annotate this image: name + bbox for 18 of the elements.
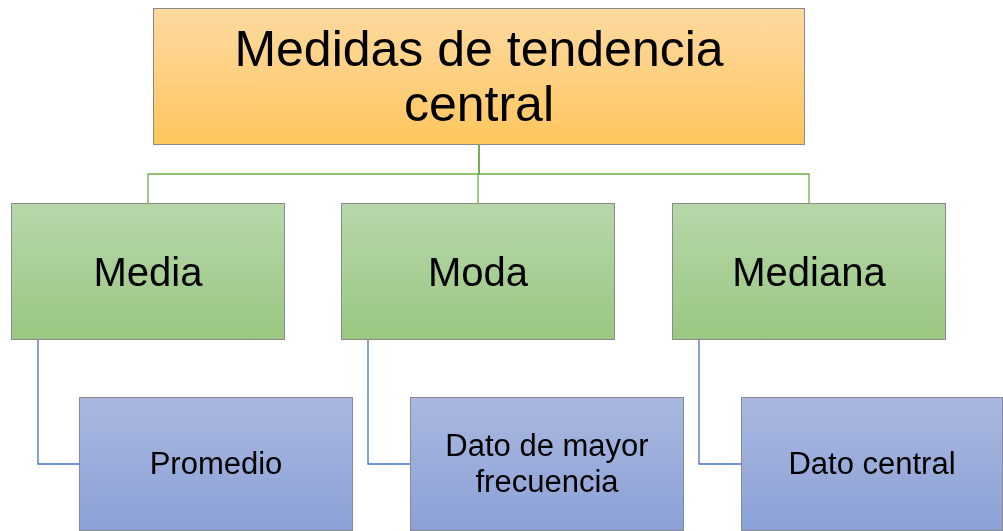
node-label: Moda — [427, 248, 529, 296]
category-box — [11, 203, 285, 340]
node-label: Promedio — [149, 446, 283, 482]
node-label: Medidas de tendencia central — [233, 21, 725, 132]
connector-line — [37, 339, 80, 465]
description-box — [79, 397, 353, 531]
description-box — [741, 397, 1003, 531]
connector-line — [698, 339, 742, 465]
category-box — [672, 203, 946, 340]
node-label: Media — [93, 248, 203, 296]
node-label: Mediana — [732, 248, 886, 296]
connector-line — [367, 339, 411, 465]
category-box — [341, 203, 615, 340]
node-label: Dato central — [788, 446, 956, 482]
connector-line — [478, 144, 810, 204]
description-box — [410, 397, 684, 531]
title-box — [153, 8, 805, 145]
node-label: Dato de mayor frecuencia — [444, 428, 650, 500]
